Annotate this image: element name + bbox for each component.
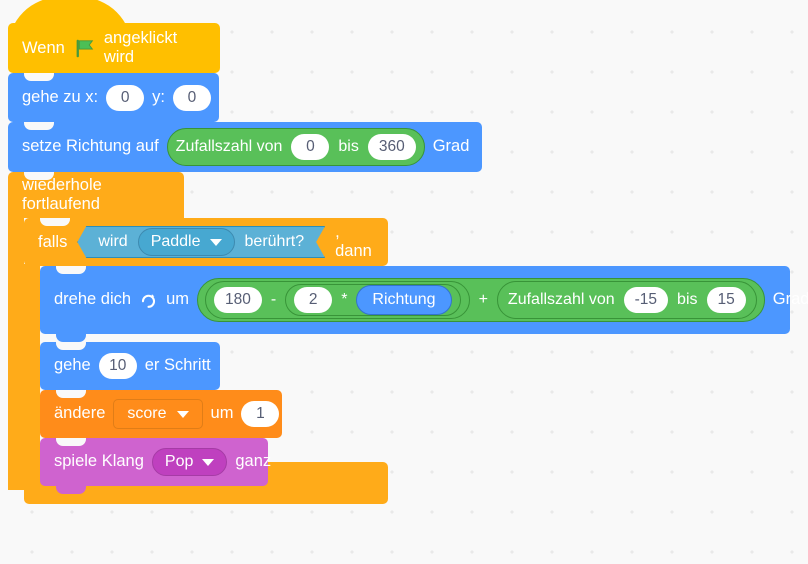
if-header[interactable]: falls wird Paddle berührt? , dann: [24, 218, 388, 266]
block-when-flag-clicked[interactable]: Wenn angeklickt wird: [8, 0, 220, 81]
turn-label: drehe dich: [54, 290, 132, 309]
set-direction-label: setze Richtung auf: [22, 137, 159, 156]
block-forever[interactable]: wiederhole fortlaufend: [8, 172, 388, 549]
move-steps-input[interactable]: 10: [98, 353, 137, 379]
then-label: , dann: [335, 223, 372, 260]
block-turn-right[interactable]: drehe dich um 180 - 2 * Richtung +: [40, 266, 808, 342]
multiply-left-input[interactable]: 2: [294, 287, 333, 313]
green-flag-icon: [74, 38, 95, 59]
block-set-direction[interactable]: setze Richtung auf Zufallszahl von 0 bis…: [8, 122, 482, 180]
block-play-sound[interactable]: spiele Klang Pop ganz: [40, 438, 272, 494]
move-label: gehe: [54, 356, 91, 375]
subtract-left-input[interactable]: 180: [213, 287, 262, 313]
turn-unit-label: Grad: [772, 290, 808, 309]
change-amount-input[interactable]: 1: [241, 401, 280, 427]
if-label: falls: [38, 232, 68, 251]
random-turn-to-label: bis: [677, 290, 698, 308]
turn-clockwise-icon: [139, 291, 158, 310]
reporter-subtract[interactable]: 180 - 2 * Richtung: [204, 281, 470, 319]
chevron-down-icon: [210, 239, 222, 246]
sound-name-label: Pop: [164, 452, 194, 470]
sound-dropdown[interactable]: Pop: [151, 448, 228, 476]
random-from-input[interactable]: 0: [291, 134, 330, 160]
chevron-down-icon: [202, 458, 215, 466]
block-goto-xy[interactable]: gehe zu x: 0 y: 0: [8, 73, 219, 130]
random-turn-from-label: Zufallszahl von: [507, 290, 615, 308]
when-prefix-label: Wenn: [22, 38, 65, 57]
forever-label: wiederhole fortlaufend: [22, 176, 102, 213]
boolean-touching[interactable]: wird Paddle berührt?: [77, 226, 325, 258]
change-um-label: um: [210, 404, 234, 423]
change-variable-label: score: [127, 404, 167, 422]
change-label: ändere: [54, 404, 106, 423]
random-to-label: bis: [338, 137, 359, 155]
reporter-multiply[interactable]: 2 * Richtung: [285, 284, 461, 316]
if-left-arm: [24, 264, 40, 464]
touching-target-dropdown[interactable]: Paddle: [138, 228, 235, 256]
random-turn-to-input[interactable]: 15: [706, 287, 746, 313]
reporter-add[interactable]: 180 - 2 * Richtung + Zufallszahl von -15…: [196, 278, 765, 322]
play-sound-label: spiele Klang: [54, 452, 144, 471]
hat-dome: [8, 0, 132, 49]
move-suffix-label: er Schritt: [144, 356, 211, 375]
change-variable-dropdown[interactable]: score: [113, 399, 203, 429]
block-change-variable[interactable]: ändere score um 1: [40, 390, 282, 446]
add-operator-label: +: [478, 290, 488, 308]
goto-x-label: gehe zu x:: [22, 87, 99, 106]
variable-richtung[interactable]: Richtung: [356, 285, 452, 315]
subtract-operator-label: -: [270, 290, 277, 308]
touching-prefix-label: wird: [98, 233, 128, 250]
goto-y-input[interactable]: 0: [172, 84, 211, 111]
touching-target-label: Paddle: [150, 233, 201, 250]
when-suffix-label: angeklickt wird: [103, 29, 178, 66]
forever-left-arm: [8, 216, 24, 490]
random-to-input[interactable]: 360: [367, 134, 416, 160]
reporter-random-turn[interactable]: Zufallszahl von -15 bis 15: [496, 281, 757, 319]
forever-header[interactable]: wiederhole fortlaufend: [8, 172, 184, 218]
multiply-operator-label: *: [341, 290, 348, 308]
goto-y-label: y:: [152, 87, 165, 106]
turn-um-label: um: [166, 290, 189, 309]
random-turn-from-input[interactable]: -15: [623, 287, 669, 313]
play-sound-suffix-label: ganz: [235, 452, 272, 471]
goto-x-input[interactable]: 0: [106, 84, 145, 111]
touching-suffix-label: berührt?: [244, 233, 305, 250]
chevron-down-icon: [176, 410, 189, 418]
block-move-steps[interactable]: gehe 10 er Schritt: [40, 342, 220, 398]
reporter-random-direction[interactable]: Zufallszahl von 0 bis 360: [166, 128, 425, 166]
set-direction-unit-label: Grad: [432, 137, 470, 156]
random-from-label: Zufallszahl von: [175, 137, 283, 155]
